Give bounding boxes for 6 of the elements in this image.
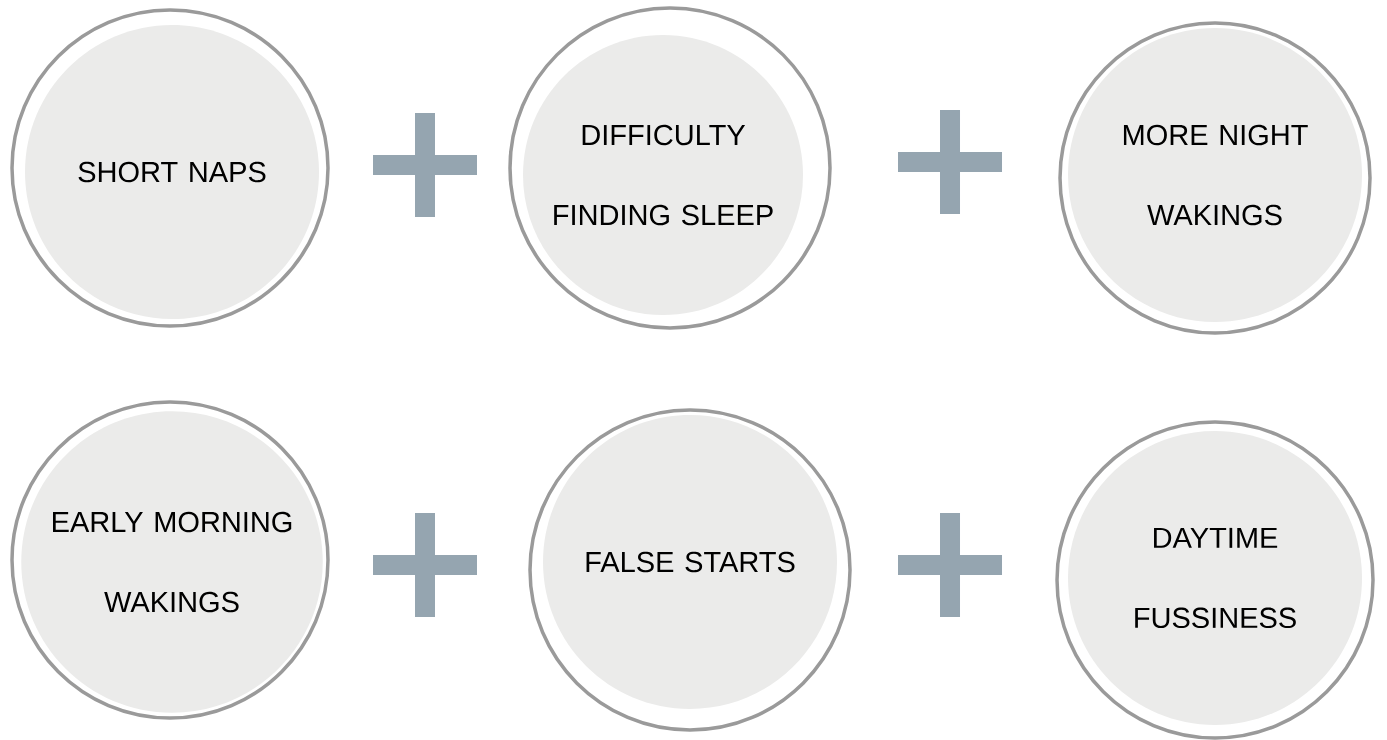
circle-node: DIFFICULTY FINDING SLEEP: [508, 6, 832, 330]
circle-node: MORE NIGHT WAKINGS: [1058, 21, 1372, 335]
circle-node: DAYTIME FUSSINESS: [1055, 420, 1375, 740]
circle-node: EARLY MORNING WAKINGS: [10, 400, 330, 720]
circle-node: SHORT NAPS: [10, 8, 330, 328]
circle-node: FALSE STARTS: [528, 408, 852, 732]
